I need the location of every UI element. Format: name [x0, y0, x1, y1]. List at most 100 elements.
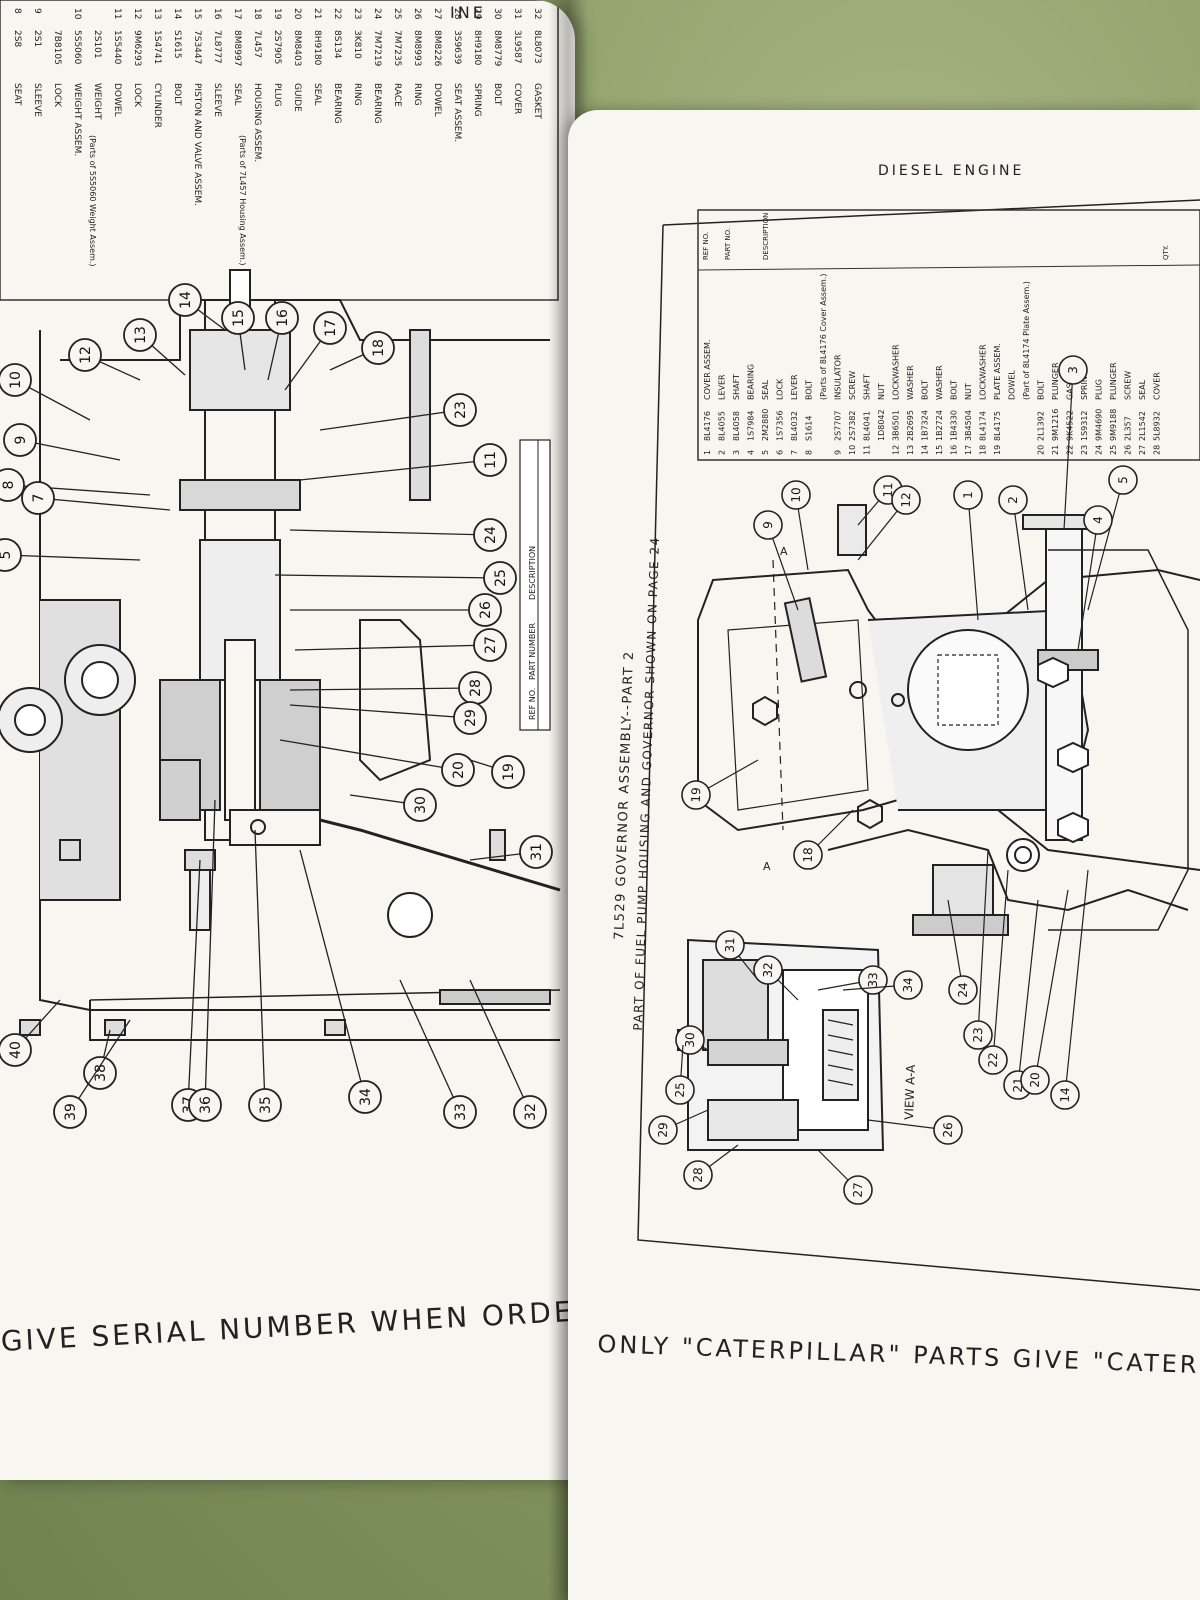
- row-ref-no: 20: [1037, 445, 1046, 455]
- svg-text:9: 9: [13, 436, 29, 445]
- svg-text:14: 14: [178, 291, 194, 309]
- row-part-number: 9M6293: [132, 30, 142, 66]
- left-table-note: (Parts of 5S5060 Weight Assem.): [88, 135, 97, 267]
- row-part-number: 8L4041: [863, 411, 872, 441]
- svg-text:27: 27: [483, 636, 499, 654]
- row-part-number: 2M2880: [761, 409, 770, 441]
- row-description: WASHER: [906, 365, 915, 400]
- svg-text:23: 23: [453, 401, 469, 419]
- row-ref-no: 16: [950, 445, 959, 455]
- row-part-number: 3L9587: [512, 30, 522, 64]
- svg-text:26: 26: [478, 601, 494, 619]
- svg-text:10: 10: [789, 487, 804, 503]
- row-part-number: 3K810: [352, 30, 362, 59]
- svg-text:10: 10: [8, 371, 24, 389]
- row-part-number: 3B4504: [964, 410, 973, 441]
- svg-text:11: 11: [483, 451, 499, 469]
- row-part-number: 9M4690: [1095, 409, 1104, 441]
- row-ref-no: 5: [761, 450, 770, 455]
- row-description: BOLT: [805, 380, 814, 400]
- svg-text:23: 23: [971, 1027, 986, 1043]
- row-description: COVER: [1153, 372, 1162, 400]
- callout-31: 31: [715, 930, 759, 981]
- row-ref-no: 11: [863, 445, 872, 455]
- row-description: LEVER: [718, 374, 727, 400]
- row-part-number: 8M8997: [232, 30, 242, 66]
- row-part-number: 7L8777: [212, 30, 222, 64]
- svg-text:(Parts of 7L457 Housing Assem.: (Parts of 7L457 Housing Assem.): [238, 135, 247, 266]
- svg-text:18: 18: [801, 847, 816, 863]
- row-ref-no: 17: [232, 8, 242, 19]
- right-table-row: (Parts of 8L4176 Cover Assem.): [819, 274, 828, 400]
- row-description: GUIDE: [292, 83, 302, 112]
- svg-text:27: 27: [851, 1182, 866, 1198]
- callout-10: 10: [781, 480, 811, 571]
- svg-text:26: 26: [941, 1122, 956, 1138]
- row-part-number: S1614: [805, 416, 814, 441]
- callout-3: 3: [1058, 355, 1088, 531]
- row-part-number: 1B4330: [950, 410, 959, 441]
- svg-text:4: 4: [1091, 516, 1105, 524]
- row-part-number: 1B2724: [935, 410, 944, 441]
- callout-30: 30: [349, 788, 437, 822]
- caption-subtitle: PART OF FUEL PUMP HOUSING AND GOVERNOR S…: [631, 536, 662, 1031]
- row-description: SEAL: [232, 83, 242, 106]
- row-ref-no: 14: [172, 8, 182, 20]
- row-part-number: 7M7235: [392, 30, 402, 66]
- row-ref-no: 12: [892, 445, 901, 455]
- row-description: PLUNGER: [1109, 362, 1118, 400]
- callout-27: 27: [294, 628, 507, 662]
- row-part-number: 5S5060: [72, 30, 82, 65]
- row-part-number: 2S1: [32, 30, 42, 47]
- row-ref-no: 4: [747, 450, 756, 455]
- row-ref-no: 31: [512, 8, 522, 19]
- row-part-number: 8M8403: [292, 30, 302, 66]
- left-parts-table: 82S8SEAT92S1SLEEVE7B8105LOCK105S5060WEIG…: [0, 0, 559, 301]
- row-ref-no: 22: [1066, 445, 1075, 455]
- row-part-number: 2S101: [92, 30, 102, 59]
- row-part-number: 2L1542: [1138, 411, 1147, 441]
- right-page-frame: [637, 199, 1200, 1291]
- svg-text:20: 20: [1028, 1072, 1043, 1088]
- right-table-header-cell: REF NO.: [702, 232, 710, 260]
- svg-text:19: 19: [501, 763, 517, 781]
- callout-34: 34: [842, 970, 923, 1000]
- row-part-number: S1615: [172, 30, 182, 59]
- row-description: SHAFT: [732, 374, 741, 400]
- row-ref-no: 19: [993, 445, 1002, 455]
- svg-text:39: 39: [63, 1103, 79, 1121]
- callout-9: 9: [3, 423, 121, 461]
- row-ref-no: 9: [834, 450, 843, 455]
- svg-text:34: 34: [358, 1088, 374, 1106]
- row-ref-no: 20: [292, 8, 302, 20]
- left-governor-section-drawing: [0, 269, 561, 1041]
- row-ref-no: 27: [1138, 445, 1147, 455]
- row-ref-no: 13: [906, 445, 915, 455]
- row-description: SCREW: [848, 371, 857, 400]
- row-part-number: 1S7356: [776, 410, 785, 441]
- row-ref-no: 6: [776, 450, 785, 455]
- svg-text:9: 9: [761, 521, 775, 529]
- row-ref-no: 25: [392, 8, 402, 19]
- row-part-number: 3S9639: [452, 30, 462, 65]
- right-governor-cover-drawing: A A: [697, 504, 1200, 936]
- caption-title: 7L529 GOVERNOR ASSEMBLY--PART 2: [612, 650, 637, 940]
- callout-20: 20: [279, 739, 475, 787]
- left-callouts: 1098751213141516171823112425262728292019…: [0, 283, 553, 1129]
- right-page-drawing: DIESEL ENGINE REF NO.PART NO.DESCRIPTION…: [612, 163, 1200, 1291]
- row-description: PLUG: [1095, 379, 1104, 400]
- svg-text:16: 16: [275, 309, 291, 327]
